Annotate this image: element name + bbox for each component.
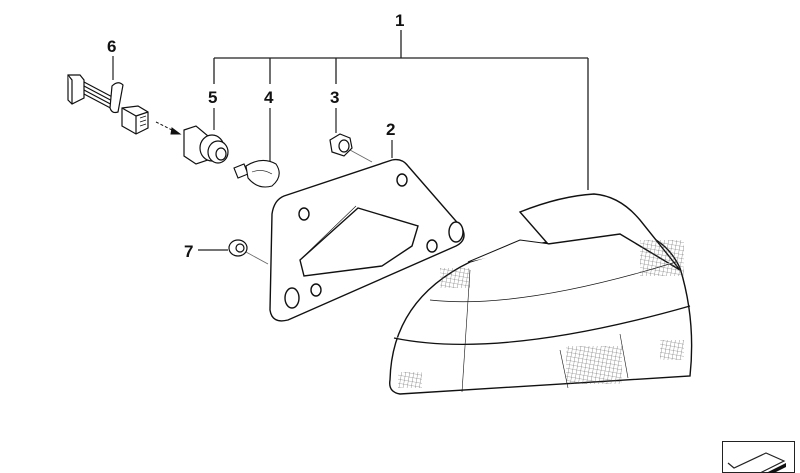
callout-label-2[interactable]: 2 bbox=[386, 120, 396, 139]
callout-label-5[interactable]: 5 bbox=[208, 88, 218, 107]
part-6-harness bbox=[67, 74, 149, 135]
callout-label-1[interactable]: 1 bbox=[395, 11, 405, 30]
part-4-bulb bbox=[233, 159, 280, 188]
callout-label-6[interactable]: 6 bbox=[107, 37, 117, 56]
part-1-tail-light bbox=[389, 193, 693, 395]
part-2-gasket bbox=[269, 158, 465, 322]
callout-label-7[interactable]: 7 bbox=[184, 242, 194, 261]
callout-label-3[interactable]: 3 bbox=[330, 88, 340, 107]
part-7-nut bbox=[228, 239, 248, 257]
part-5-socket bbox=[183, 125, 229, 165]
callout-leader-1 bbox=[213, 30, 589, 190]
assembly-arrow bbox=[155, 121, 182, 135]
view-orientation-icon bbox=[722, 441, 795, 473]
callout-label-4[interactable]: 4 bbox=[264, 88, 274, 107]
part-3-nut bbox=[329, 133, 353, 157]
